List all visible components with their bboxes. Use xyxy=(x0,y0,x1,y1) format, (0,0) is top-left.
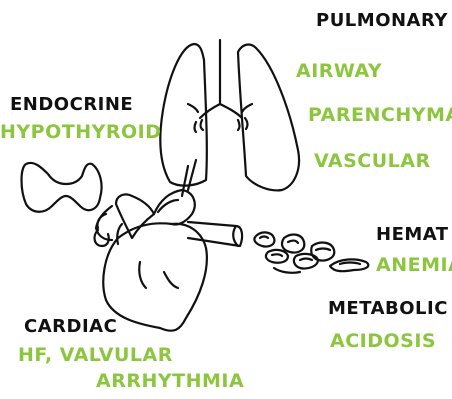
pulmonary-heading: PULMONARY xyxy=(316,12,448,30)
lungs-icon xyxy=(160,40,299,190)
metabolic-heading: METABOLIC xyxy=(328,300,448,318)
pulmonary-item-airway: AIRWAY xyxy=(296,62,382,81)
endocrine-item-hypothyroid: HYPOTHYROID xyxy=(0,123,161,142)
cardiac-item-arrhythmia: ARRHYTHMIA xyxy=(96,372,244,391)
cardiac-item-hf-valvular: HF, VALVULAR xyxy=(18,346,173,365)
metabolic-item-acidosis: ACIDOSIS xyxy=(330,332,436,351)
thyroid-icon xyxy=(22,163,102,212)
heart-icon xyxy=(95,160,243,331)
endocrine-heading: ENDOCRINE xyxy=(10,96,133,114)
hemat-item-anemia: ANEMIA xyxy=(376,256,452,275)
cardiac-heading: CARDIAC xyxy=(24,318,117,336)
pulmonary-item-vascular: VASCULAR xyxy=(314,152,431,171)
pulmonary-item-parenchyma: PARENCHYMA xyxy=(308,106,452,125)
hemat-heading: HEMAT xyxy=(376,226,449,244)
red-blood-cells-icon xyxy=(254,232,368,272)
